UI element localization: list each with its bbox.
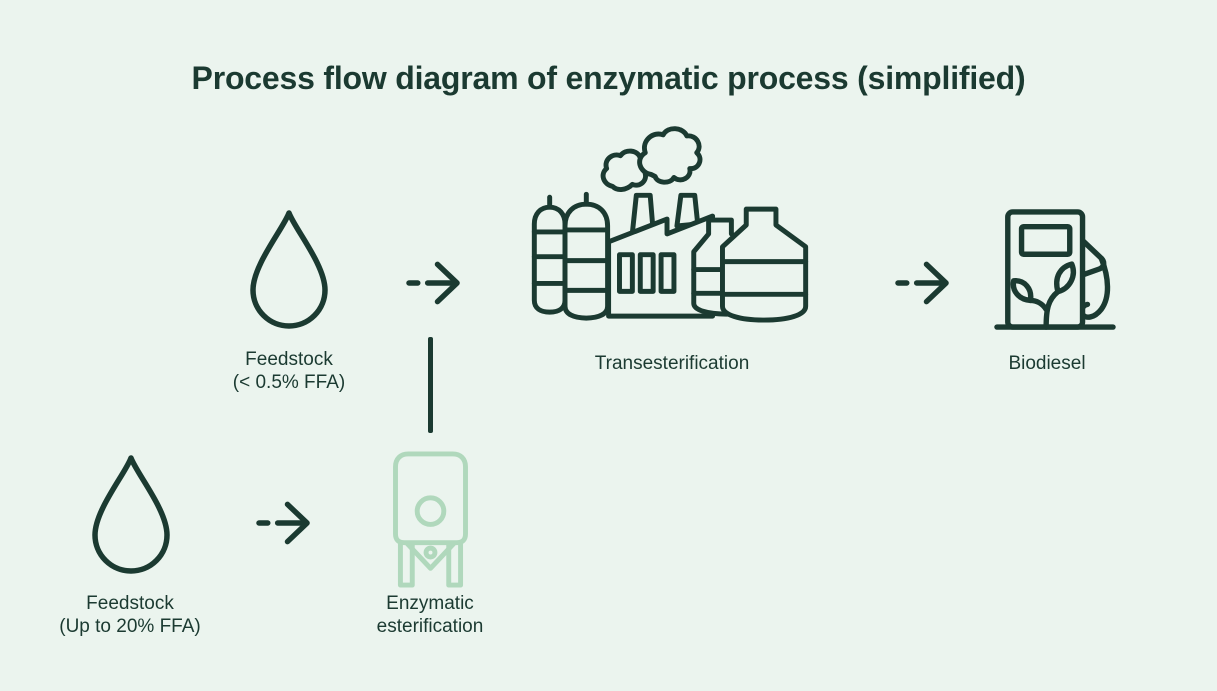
dash-arrow-right-icon bbox=[256, 501, 310, 545]
droplet-icon bbox=[92, 455, 170, 574]
biodiesel-label: Biodiesel bbox=[967, 352, 1127, 375]
feedstock-low-label-line1: Feedstock bbox=[245, 349, 333, 370]
enzymatic-esterification-label-line2: esterification bbox=[376, 616, 484, 637]
page-title: Process flow diagram of enzymatic proces… bbox=[191, 60, 1026, 96]
biodiesel-label-text: Biodiesel bbox=[1008, 353, 1086, 374]
transesterification-label-text: Transesterification bbox=[594, 353, 750, 374]
factory-icon bbox=[531, 126, 809, 323]
arrow-feedstock-high-to-esterification bbox=[256, 499, 312, 547]
vertical-line bbox=[428, 337, 433, 433]
dash-arrow-right-icon bbox=[406, 261, 460, 305]
fuel-pump-icon bbox=[994, 209, 1116, 330]
feedstock-low-node bbox=[243, 207, 335, 331]
tank-icon bbox=[393, 451, 468, 588]
feedstock-low-label: Feedstock (< 0.5% FFA) bbox=[189, 348, 389, 394]
feedstock-high-label-line2: (Up to 20% FFA) bbox=[59, 616, 201, 637]
enzymatic-esterification-label: Enzymatic esterification bbox=[330, 592, 530, 638]
arrow-feedstock-low-to-transesterification bbox=[406, 259, 462, 307]
enzymatic-esterification-label-line1: Enzymatic bbox=[386, 593, 474, 614]
biodiesel-node bbox=[994, 207, 1116, 331]
droplet-icon bbox=[250, 210, 328, 329]
arrow-transesterification-to-biodiesel bbox=[895, 259, 951, 307]
feedstock-high-label-line1: Feedstock bbox=[86, 593, 174, 614]
feedstock-high-node bbox=[85, 452, 177, 576]
enzymatic-esterification-node bbox=[392, 451, 469, 591]
feedstock-high-label: Feedstock (Up to 20% FFA) bbox=[5, 592, 255, 638]
transesterification-node bbox=[528, 123, 810, 327]
dash-arrow-right-icon bbox=[895, 261, 949, 305]
feedstock-low-label-line2: (< 0.5% FFA) bbox=[232, 372, 346, 393]
transesterification-label: Transesterification bbox=[542, 352, 802, 375]
